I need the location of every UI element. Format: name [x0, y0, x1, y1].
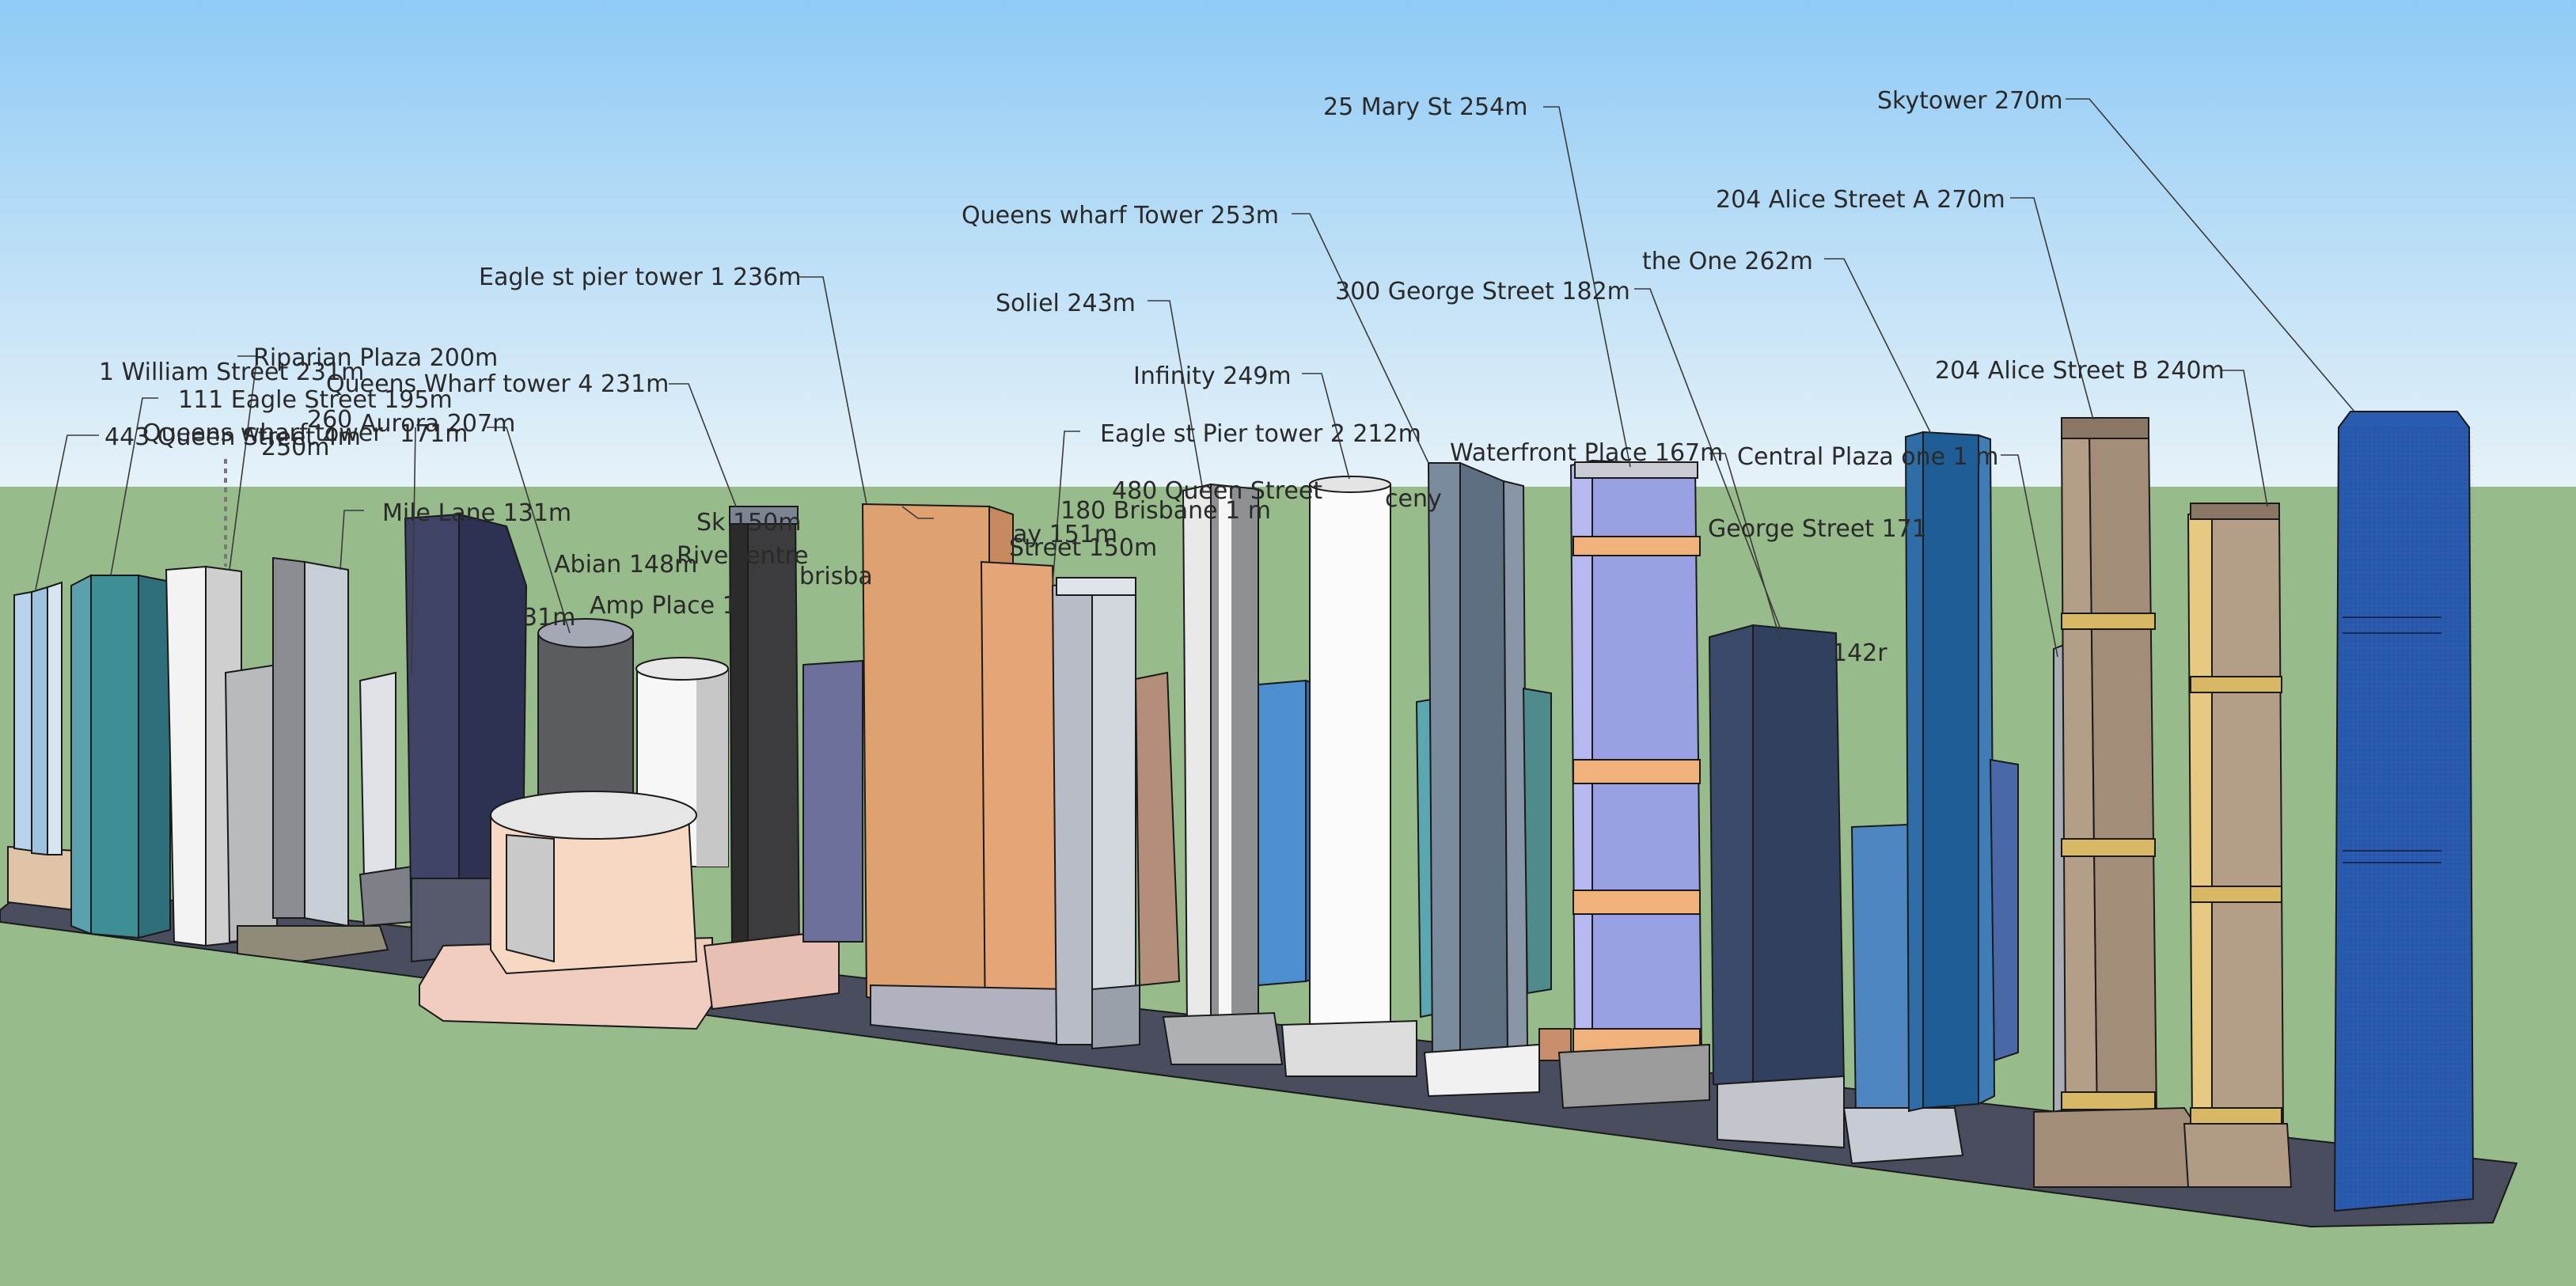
building-480-queen	[1258, 679, 1318, 987]
label-eagle-pier-1: Eagle st pier tower 1 236m	[479, 264, 801, 291]
label-central-plaza: Central Plaza one 1 m	[1737, 443, 1998, 471]
building-443-queen	[7, 581, 76, 912]
building-riverside-podium	[419, 791, 713, 1030]
label-250m: 250m	[261, 434, 329, 461]
label-wharf-151: ay 151m	[1013, 521, 1117, 548]
building-180-brisbane	[1134, 671, 1181, 987]
label-300-george: 300 George Street 182m	[1335, 278, 1630, 305]
label-443-queen: 443 Queen Street 4m	[104, 423, 361, 451]
label-171m: 171m	[400, 420, 468, 448]
building-soliel	[1280, 476, 1417, 1077]
building-25-mary	[1557, 459, 1710, 1110]
label-infinity: Infinity 249m	[1133, 362, 1292, 390]
label-142: 142r	[1832, 639, 1887, 667]
label-eagle-pier-2: Eagle st Pier tower 2 212m	[1100, 420, 1421, 448]
building-queens-wharf-253	[1415, 461, 1572, 1098]
label-480-queen: 480 Queen Street	[1112, 477, 1322, 505]
label-street-150: Street 150m	[1009, 534, 1157, 562]
label-abian: Abian 148m	[554, 551, 697, 579]
label-204-alice-b: 204 Alice Street B 240m	[1935, 357, 2225, 385]
building-204-alice-a	[2033, 417, 2274, 1188]
label-1-william: 1 William Street 231m	[99, 358, 364, 386]
label-george-171: George Street 171	[1708, 515, 1927, 543]
label-204-alice-a: 204 Alice Street A 270m	[1716, 186, 2005, 214]
building-abian	[537, 618, 634, 800]
label-queens-wharf-t4: Queens Wharf tower 4 231m	[326, 370, 669, 398]
building-labels: Skytower 270m 25 Mary St 254m 204 Alice …	[99, 87, 2225, 667]
label-skypoint: Sk 150m	[696, 509, 801, 537]
label-queens-wharf-253: Queens wharf Tower 253m	[962, 202, 1279, 230]
building-riparian	[224, 556, 389, 963]
building-skytower	[2333, 411, 2475, 1212]
building-204-alice-b	[2183, 503, 2293, 1188]
building-300-george	[1708, 624, 1846, 1149]
label-soliel: Soliel 243m	[996, 290, 1136, 317]
label-aurora: Aurora 207m	[360, 410, 515, 438]
building-eagle-st-pier-1	[861, 503, 1069, 1046]
label-mile-lane: Mile Lane 131m	[382, 499, 571, 527]
label-skytower: Skytower 270m	[1877, 87, 2063, 115]
label-the-one: the One 262m	[1642, 248, 1813, 275]
sky	[0, 0, 2576, 487]
building-1-william	[70, 574, 171, 939]
label-180-brisbane: 180 Brisbane 1 m	[1060, 497, 1271, 525]
label-brisb: brisba	[799, 563, 873, 590]
label-riverside: River entre	[677, 542, 809, 570]
building-260	[359, 671, 412, 928]
label-260: 260	[307, 406, 352, 434]
label-amp-place: Amp Place 1	[590, 592, 738, 620]
building-eagle-st-pier-2	[1051, 577, 1140, 1050]
label-waterfront: Waterfront Place 167m	[1450, 439, 1723, 467]
building-the-one	[1904, 431, 2019, 1113]
label-ceny: ceny	[1385, 485, 1442, 513]
label-queens-wharf-tower: Queens wharf tower	[142, 419, 383, 447]
building-riverside-tower	[802, 659, 863, 943]
building-skypoint	[703, 505, 840, 1011]
leader-lines	[35, 98, 2355, 673]
building-infinity	[1162, 483, 1284, 1065]
label-riparian: Riparian Plaza 200m	[253, 344, 498, 372]
label-31m: 31m	[522, 604, 575, 632]
label-25-mary: 25 Mary St 254m	[1323, 93, 1527, 121]
label-111-eagle: 111 Eagle Street 195m	[178, 386, 453, 414]
